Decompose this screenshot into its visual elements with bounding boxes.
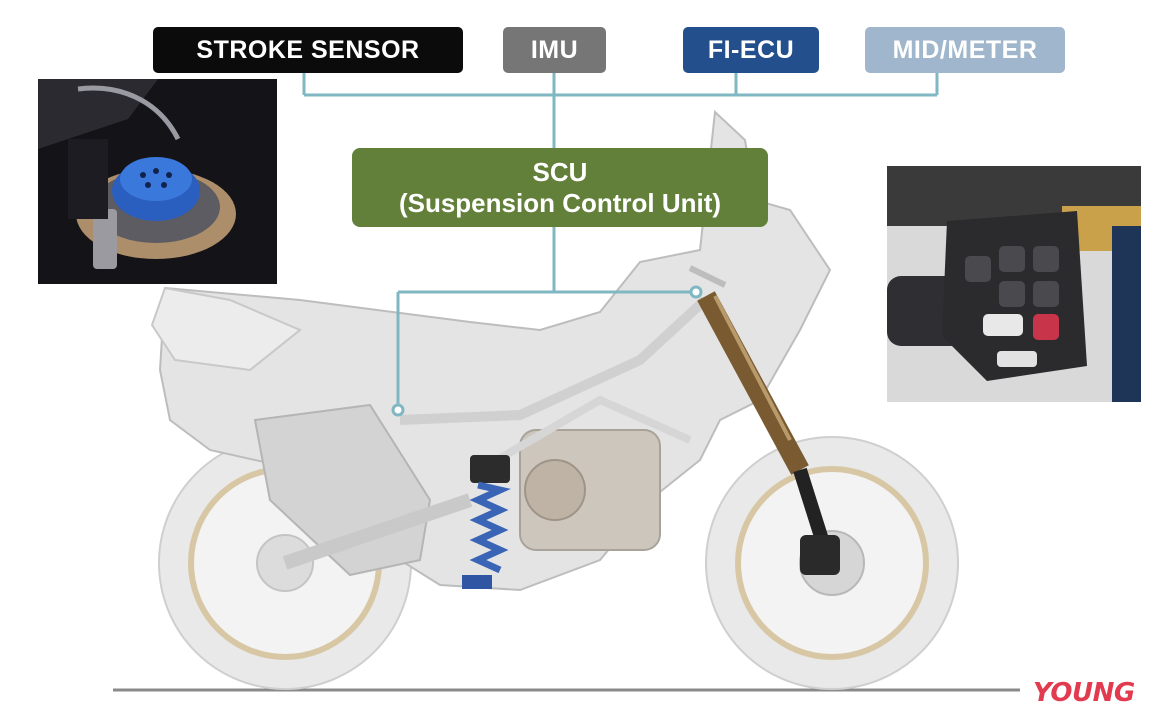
scu-subtitle: (Suspension Control Unit) (398, 187, 722, 218)
fi-ecu-label: FI-ECU (683, 27, 819, 73)
rear-stroke-sensor-dot (391, 403, 405, 417)
stroke-sensor-label: STROKE SENSOR (153, 27, 463, 73)
scu-box: SCU (Suspension Control Unit) (352, 148, 768, 227)
scu-title: SCU (532, 156, 588, 187)
rear-shock (462, 455, 511, 589)
mid-meter-label: MID/METER (865, 27, 1065, 73)
front-stroke-sensor-dot (689, 285, 703, 299)
fork-sensor-photo (38, 79, 277, 284)
young-machine-logo: YOUNG (1033, 678, 1135, 708)
imu-label: IMU (503, 27, 606, 73)
handlebar-switch-photo (887, 166, 1141, 402)
connector-lines (302, 73, 939, 410)
